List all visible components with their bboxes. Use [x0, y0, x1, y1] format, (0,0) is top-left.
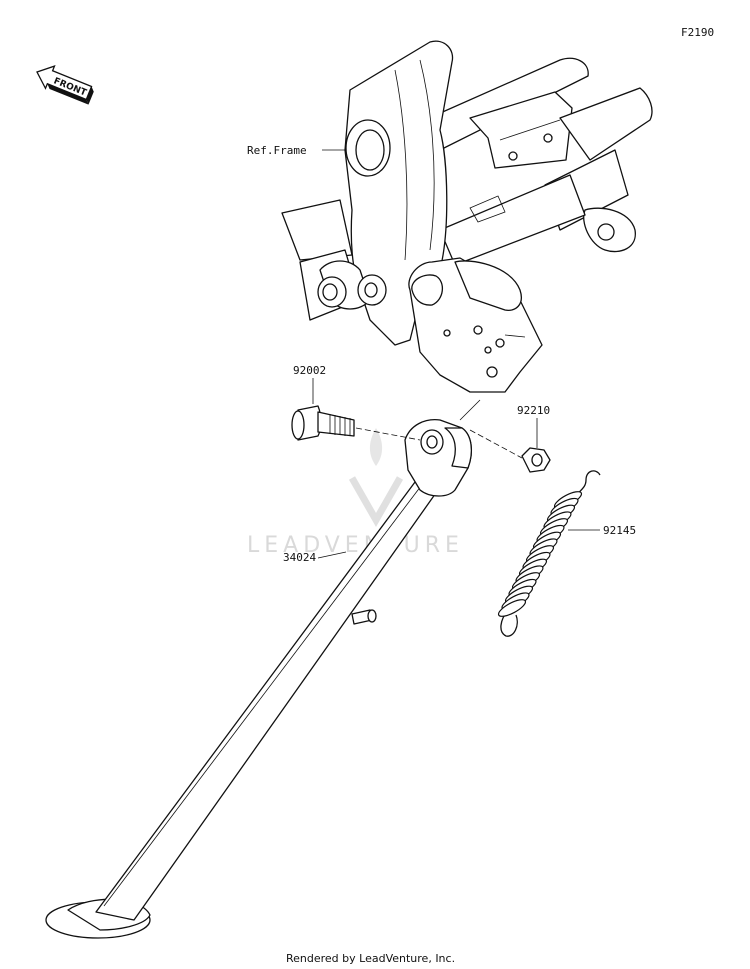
label-92145: 92145: [603, 524, 636, 537]
frame-assembly: [281, 40, 653, 393]
label-92210: 92210: [517, 404, 550, 417]
watermark-text: LEADVENTURE: [247, 533, 464, 558]
spring-coils: [497, 491, 583, 617]
spring-coil: [497, 599, 527, 617]
label-ref-frame: Ref.Frame: [247, 144, 307, 157]
return-spring: [497, 470, 601, 637]
watermark-logo-icon: [348, 428, 404, 528]
side-stand: [45, 419, 473, 939]
label-34024: 34024: [283, 551, 316, 564]
pivot-bolt: [291, 405, 355, 441]
watermark: LEADVENTURE: [247, 428, 464, 558]
front-direction-arrow-icon: FRONT: [36, 65, 94, 105]
label-92002: 92002: [293, 364, 326, 377]
leader-lines: [312, 149, 600, 559]
footer-credit: Rendered by LeadVenture, Inc.: [286, 952, 455, 965]
pivot-nut: [521, 447, 551, 473]
diagram-code: F2190: [681, 26, 714, 39]
